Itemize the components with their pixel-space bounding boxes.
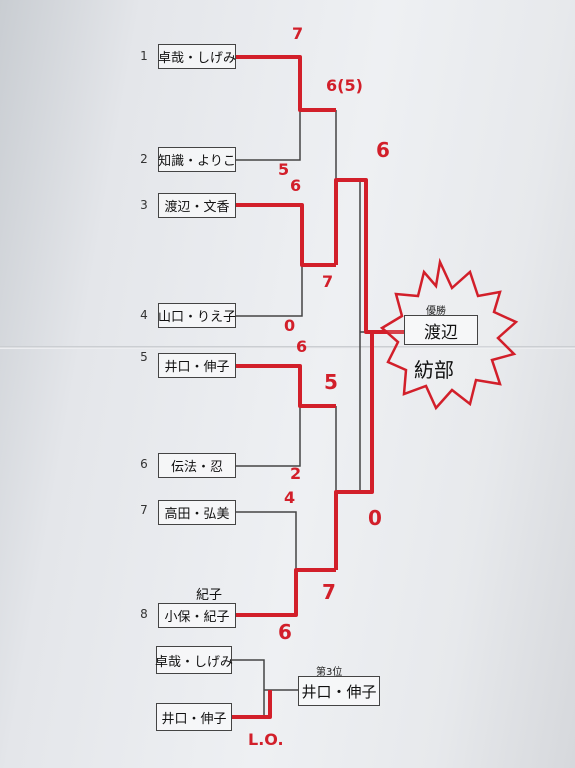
score-m4-result: 7 — [322, 580, 336, 604]
seed-number: 6 — [140, 457, 148, 471]
seed-number: 3 — [140, 198, 148, 212]
player-box-4: 山口・りえ子 — [158, 303, 236, 328]
winner-team: 紡部 — [414, 358, 454, 382]
seed-number: 7 — [140, 503, 148, 517]
handwritten-annotation: 紀子 — [196, 588, 223, 603]
third-place-score: L.O. — [248, 730, 284, 749]
score-m3-top: 6 — [296, 337, 308, 356]
third-player-b: 井口・伸子 — [156, 703, 232, 731]
third-place-winner: 井口・伸子 — [298, 676, 380, 706]
seed-number: 1 — [140, 49, 148, 63]
third-player-a: 卓哉・しげみ — [155, 646, 233, 674]
player-box-1: 卓哉・しげみ — [158, 44, 236, 69]
winner-label: 優勝 — [426, 306, 446, 317]
player-box-7: 高田・弘美 — [158, 500, 236, 525]
seed-number: 4 — [140, 308, 148, 322]
score-m1-result: 6(5) — [326, 76, 363, 95]
seed-number: 8 — [140, 607, 148, 621]
score-m3-result: 5 — [324, 370, 338, 394]
paper-fold — [0, 346, 575, 349]
player-box-6: 伝法・忍 — [158, 453, 236, 478]
winner-box: 渡辺 — [404, 315, 478, 345]
score-m1-top: 7 — [292, 24, 304, 43]
player-box-5: 井口・伸子 — [158, 353, 236, 378]
score-m4-top: 4 — [284, 488, 296, 507]
score-m1-bottom: 5 — [278, 160, 290, 179]
score-m4-bottom: 6 — [278, 620, 292, 644]
score-m2-top: 6 — [290, 176, 302, 195]
seed-number: 5 — [140, 350, 148, 364]
player-box-2: 知識・よりこ — [158, 147, 236, 172]
player-box-8: 小保・紀子 — [158, 603, 236, 628]
seed-number: 2 — [140, 152, 148, 166]
score-m3-bottom: 2 — [290, 464, 302, 483]
score-semi-bottom: 0 — [368, 506, 382, 530]
score-semi-top: 6 — [376, 138, 390, 162]
player-box-3: 渡辺・文香 — [158, 193, 236, 218]
third-place-label: 第3位 — [316, 667, 343, 678]
score-m2-result: 7 — [322, 272, 334, 291]
score-m2-bottom: 0 — [284, 316, 296, 335]
